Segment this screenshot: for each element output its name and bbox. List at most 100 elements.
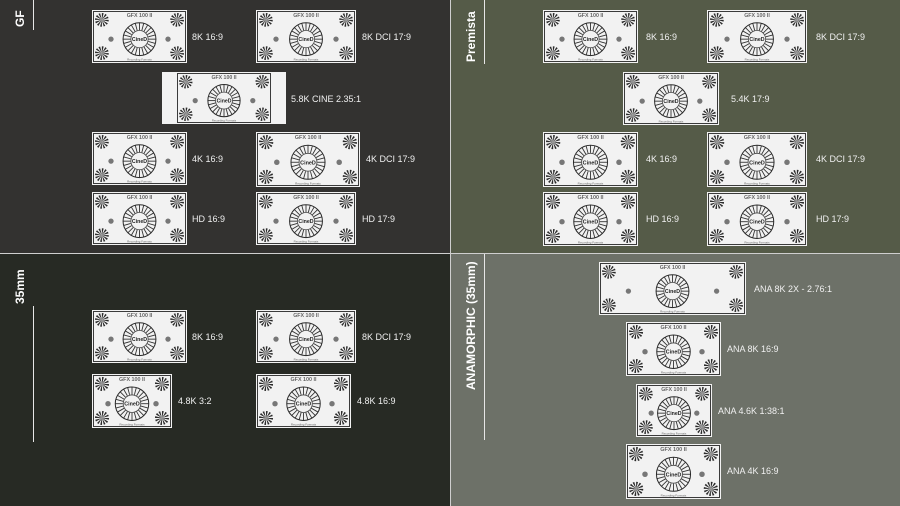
star-wedge <box>716 53 724 55</box>
star-wedge <box>98 228 102 236</box>
star-wedge <box>553 198 560 203</box>
star-wedge <box>608 299 614 306</box>
ring-spoke <box>127 149 134 156</box>
star-wedge <box>265 16 273 20</box>
star-wedge <box>631 332 637 339</box>
star-wedge <box>346 198 353 202</box>
ring-spoke <box>664 359 670 367</box>
star-wedge <box>796 176 804 182</box>
star-wedge <box>632 447 637 455</box>
center-ring <box>289 204 323 238</box>
star-wedge <box>100 175 102 182</box>
caption-text: Recording Formats <box>127 57 152 61</box>
star-wedge <box>709 111 716 116</box>
star-wedge <box>262 107 264 115</box>
star-wedge <box>175 201 178 209</box>
star-wedge <box>736 268 743 272</box>
star-wedge <box>717 169 719 177</box>
ring-spoke <box>742 153 750 158</box>
ring-spoke <box>294 345 300 352</box>
star-wedge <box>552 53 559 58</box>
frame-line <box>600 263 745 314</box>
ring-outline <box>122 204 157 239</box>
star-wedge <box>171 230 178 236</box>
logo-disc-inner <box>581 153 600 171</box>
star-wedge <box>266 384 273 389</box>
star-wedge <box>717 138 725 143</box>
ring-spoke <box>578 168 585 175</box>
star-wedge <box>259 233 266 236</box>
star-wedge <box>339 318 347 320</box>
ring-spoke <box>309 171 313 179</box>
ring-spoke <box>658 408 666 412</box>
star-wedge <box>702 393 709 399</box>
ring-spoke <box>758 230 762 238</box>
star-wedge <box>796 142 801 150</box>
star-wedge <box>736 271 740 279</box>
brand-text: GFX 100 II <box>660 265 686 271</box>
ring-spoke <box>290 216 298 220</box>
center-ring <box>656 457 691 492</box>
star-wedge <box>796 198 804 203</box>
ring-spoke <box>148 163 156 166</box>
ring-spoke <box>675 483 679 491</box>
side-dot-icon <box>165 218 171 224</box>
star-wedge <box>791 48 798 54</box>
star-wedge <box>155 384 162 388</box>
star-wedge <box>628 53 632 60</box>
star-wedge <box>179 114 186 118</box>
star-wedge <box>703 330 711 333</box>
ring-spoke <box>682 408 690 412</box>
star-wedge <box>704 81 710 88</box>
star-wedge <box>266 142 273 148</box>
star-wedge-icon <box>95 228 109 242</box>
ring-spoke <box>761 170 766 178</box>
star-wedge <box>645 423 653 428</box>
side-dot-icon <box>105 401 111 407</box>
star-wedge-icon <box>695 420 709 434</box>
star-wedge <box>340 377 343 385</box>
star-wedge <box>736 301 743 306</box>
ring-outline <box>740 22 774 57</box>
ring-spoke <box>758 47 762 56</box>
star-wedge <box>645 393 653 396</box>
ring-spoke <box>573 157 582 161</box>
star-wedge <box>264 417 267 425</box>
star-wedge <box>339 233 347 236</box>
star-wedge <box>790 51 798 54</box>
star-wedge <box>702 81 710 86</box>
star-wedge <box>624 169 628 177</box>
star-wedge <box>95 319 102 324</box>
ring-spoke <box>134 169 138 178</box>
star-wedge <box>629 330 637 333</box>
star-wedge <box>256 109 263 115</box>
star-wedge <box>695 392 703 394</box>
star-wedge <box>346 319 353 322</box>
ring-spoke <box>764 225 772 231</box>
star-wedge <box>626 110 633 116</box>
ring-spoke <box>303 145 307 154</box>
ring-spoke <box>143 346 149 354</box>
star-wedge <box>340 384 348 389</box>
ring-spoke <box>662 401 668 408</box>
ring-spoke <box>143 168 149 176</box>
star-wedge <box>95 353 102 357</box>
side-dot-icon <box>694 410 700 416</box>
star-wedge <box>797 53 801 60</box>
star-wedge <box>636 359 641 366</box>
ring-outline <box>122 322 157 357</box>
side-dot-icon <box>724 159 730 165</box>
star-wedge <box>261 53 266 60</box>
ring-spoke <box>677 107 683 114</box>
star-wedge <box>736 299 741 306</box>
star-wedge <box>259 53 266 57</box>
star-wedge <box>796 202 804 207</box>
star-wedge <box>266 384 270 391</box>
ring-spoke <box>291 164 300 168</box>
ring-spoke <box>668 335 672 343</box>
star-wedge <box>265 229 271 236</box>
star-wedge <box>170 140 178 142</box>
star-wedge <box>343 171 350 177</box>
